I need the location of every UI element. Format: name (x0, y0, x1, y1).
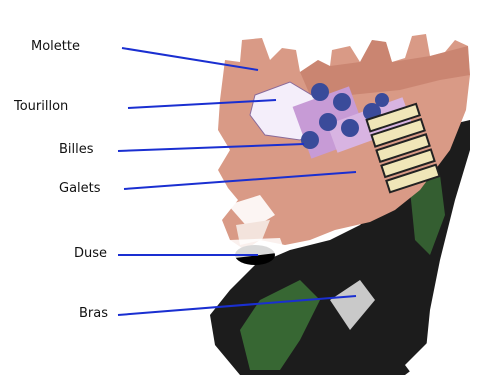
label-molette: Molette (31, 39, 80, 55)
label-galets: Galets (59, 181, 101, 197)
label-bras: Bras (79, 306, 108, 322)
leader-line-molette (122, 48, 258, 70)
label-billes: Billes (59, 142, 94, 158)
label-duse: Duse (74, 246, 107, 262)
label-tourillon: Tourillon (14, 99, 68, 115)
